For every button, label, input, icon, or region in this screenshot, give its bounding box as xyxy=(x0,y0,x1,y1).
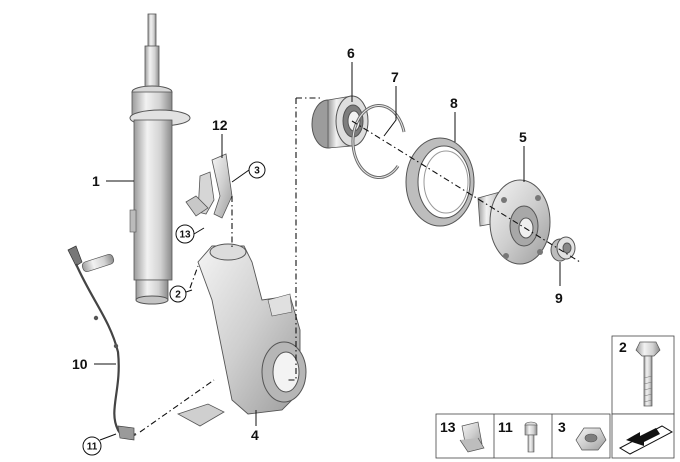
legend-label-13: 13 xyxy=(440,419,456,435)
bearing-icon xyxy=(311,95,369,149)
bracket-icon xyxy=(185,153,233,219)
callout-circle-13 xyxy=(175,224,195,244)
callout-12: 12 xyxy=(212,117,228,133)
knuckle-icon xyxy=(177,243,307,427)
callout-9: 9 xyxy=(555,290,563,306)
circlip-icon xyxy=(351,104,406,180)
callout-1: 1 xyxy=(92,173,100,189)
assembly-lines xyxy=(139,97,581,433)
callout-8: 8 xyxy=(450,95,458,111)
callout-5: 5 xyxy=(519,129,527,145)
arrow-plate-icon xyxy=(618,425,674,455)
legend-panel: 2 13 11 3 xyxy=(435,335,675,459)
legend-label-11: 11 xyxy=(498,419,513,435)
bolt-icon xyxy=(635,341,661,407)
legend-label-2: 2 xyxy=(619,339,627,355)
collar-nut-icon xyxy=(575,427,607,451)
sensor-icon xyxy=(67,245,137,441)
callout-7: 7 xyxy=(391,69,399,85)
callout-3: 3 xyxy=(254,166,260,177)
ring-icon xyxy=(405,137,475,227)
callout-circle-3 xyxy=(248,161,266,179)
callout-circle-11 xyxy=(82,436,102,456)
strut-icon xyxy=(129,13,191,305)
callout-13: 13 xyxy=(179,230,191,241)
callout-circle-2 xyxy=(169,285,187,303)
hub-icon xyxy=(477,179,551,265)
callout-2: 2 xyxy=(175,290,181,301)
legend-label-3: 3 xyxy=(558,419,566,435)
callout-4: 4 xyxy=(251,427,259,443)
callout-11: 11 xyxy=(87,442,98,453)
clip-icon xyxy=(459,421,485,453)
callout-6: 6 xyxy=(347,45,355,61)
leader-lines xyxy=(94,62,561,441)
callout-10: 10 xyxy=(72,356,88,372)
screw-icon xyxy=(524,421,538,453)
nut-icon xyxy=(550,236,576,262)
